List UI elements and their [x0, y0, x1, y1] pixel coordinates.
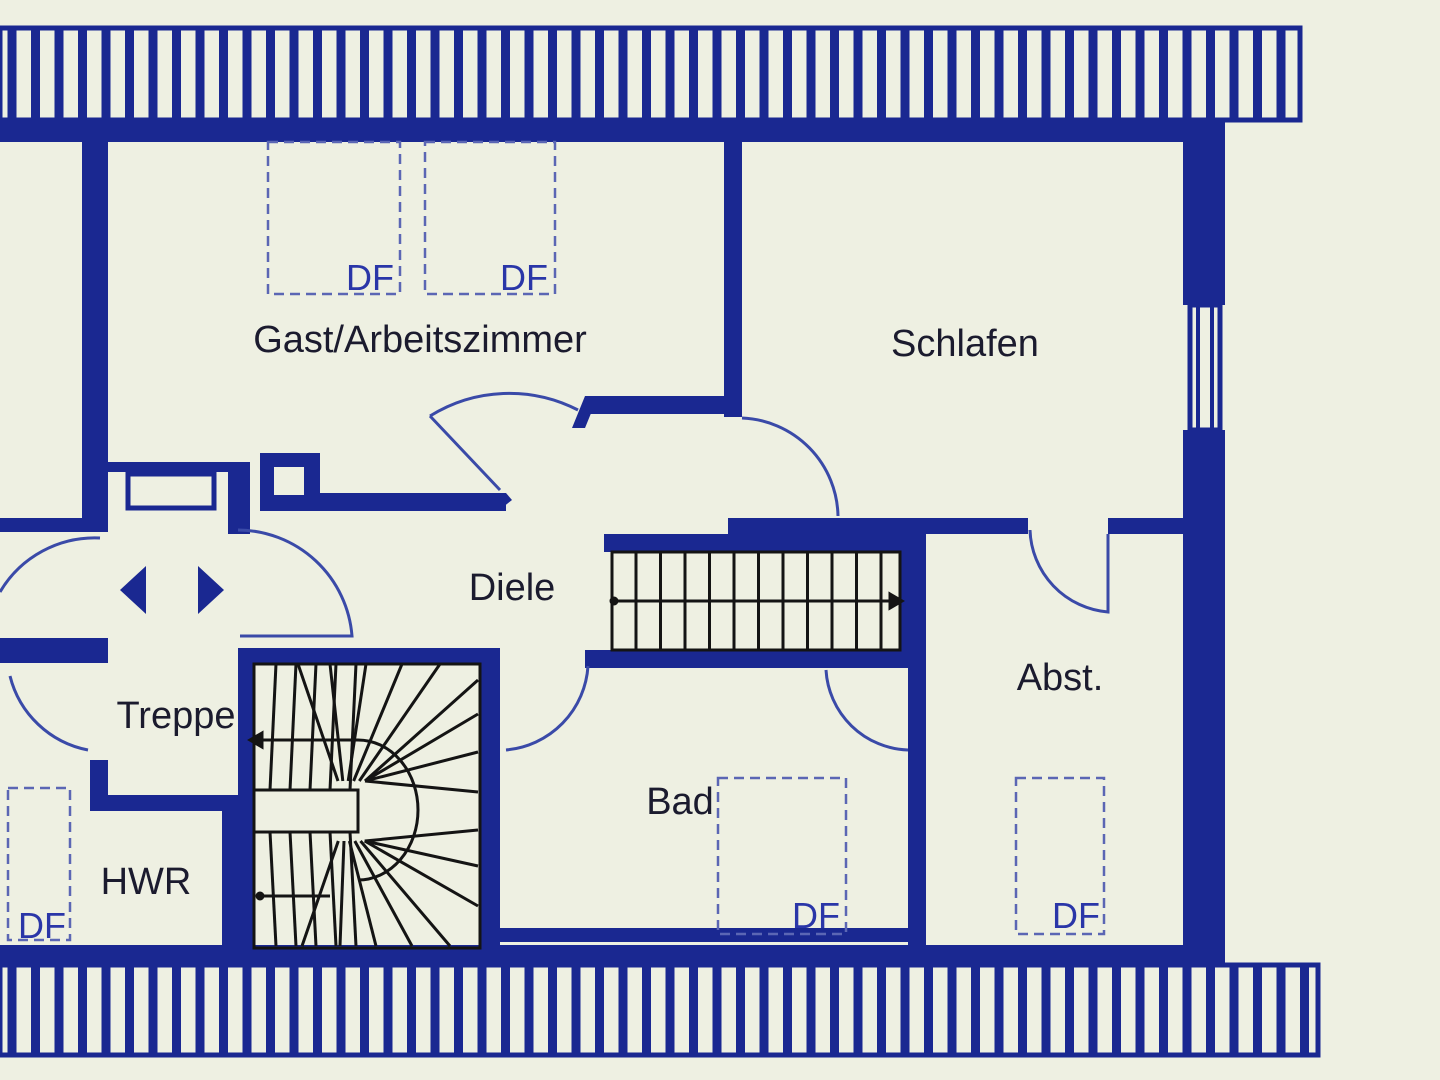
- room-label-treppe: Treppe: [117, 695, 236, 737]
- room-label-diele: Diele: [469, 567, 556, 609]
- skylight-gast-right: [423, 140, 557, 296]
- stair-tread: [268, 831, 278, 947]
- skylight-label-bad: DF: [792, 895, 840, 936]
- stair-tread: [328, 831, 338, 947]
- stair-tread: [338, 840, 346, 947]
- window-right: [1196, 305, 1214, 430]
- door-swings: [0, 391, 1110, 752]
- stair-tread: [364, 678, 479, 783]
- winder-stair: [247, 662, 482, 950]
- skylight-label-hwr: DF: [18, 905, 66, 946]
- arrow-left-icon: [120, 566, 146, 614]
- stair-tread: [288, 831, 298, 947]
- room-label-bad: Bad: [646, 781, 714, 823]
- stair-tread: [364, 750, 479, 783]
- stair-tread: [363, 839, 479, 908]
- chimney-box: [125, 471, 217, 511]
- stair-tread: [348, 663, 358, 791]
- room-label-gast: Gast/Arbeitszimmer: [253, 319, 587, 361]
- skylight-outlines: [6, 140, 1106, 942]
- skylight-label-gast-left: DF: [346, 257, 394, 298]
- skylight-abst: [1014, 776, 1106, 936]
- skylight-gast-left: [266, 140, 402, 296]
- stair-tread: [358, 663, 442, 782]
- stair-tread: [328, 663, 338, 791]
- room-label-schlafen: Schlafen: [891, 323, 1039, 365]
- exterior-walls: [0, 120, 1225, 967]
- stair-tread: [364, 839, 479, 868]
- skylight-bad: [716, 776, 848, 936]
- stair-tread: [288, 663, 298, 791]
- skylight-label-abst: DF: [1052, 895, 1100, 936]
- straight-stair: [609, 550, 905, 652]
- room-label-abst: Abst.: [1017, 657, 1104, 699]
- skylight-hwr: [6, 786, 72, 942]
- stair-tread: [308, 663, 318, 791]
- room-label-hwr: HWR: [101, 861, 192, 903]
- skylight-label-gast-right: DF: [500, 257, 548, 298]
- stair-tread: [268, 663, 278, 791]
- arrow-right-icon: [198, 566, 224, 614]
- stair-tread: [348, 831, 358, 947]
- direction-arrows: [120, 566, 224, 614]
- stair-tread: [347, 840, 378, 947]
- stair-tread: [364, 828, 479, 843]
- interior-walls: [0, 142, 1188, 948]
- stair-tread: [352, 663, 404, 782]
- stair-tread: [328, 663, 345, 782]
- stair-tread: [359, 840, 452, 947]
- stair-tread: [364, 779, 479, 794]
- stair-tread: [353, 840, 414, 947]
- stair-tread: [308, 831, 318, 947]
- top-balcony-railing: [0, 25, 1303, 123]
- stair-tread: [364, 712, 479, 783]
